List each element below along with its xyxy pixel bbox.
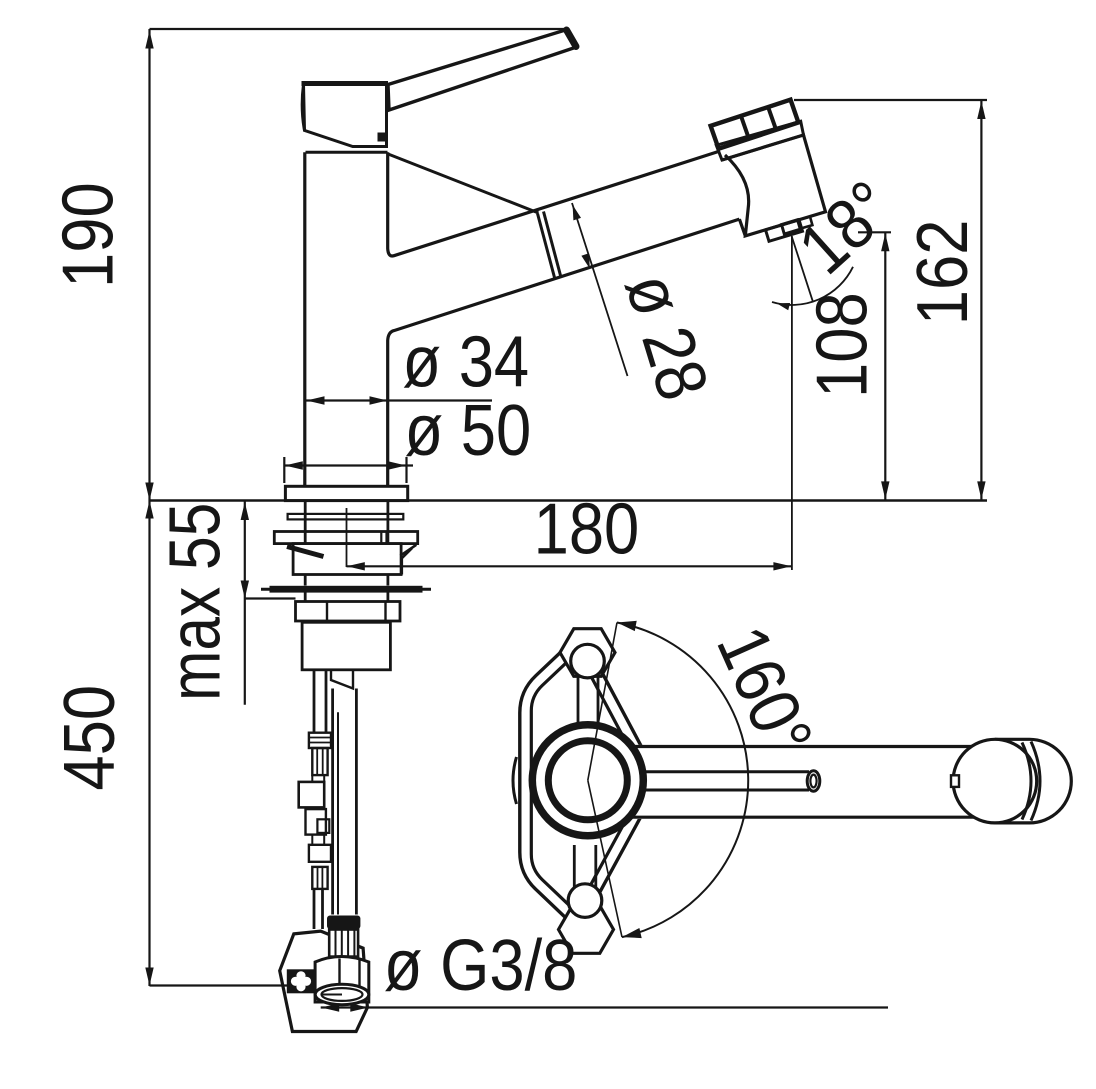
svg-text:180: 180 [534, 490, 640, 570]
svg-text:190: 190 [49, 182, 129, 288]
svg-text:108: 108 [803, 292, 883, 398]
svg-text:ø 50: ø 50 [405, 391, 532, 471]
svg-text:max 55: max 55 [156, 503, 236, 701]
svg-text:162: 162 [903, 220, 983, 326]
svg-text:ø G3/8: ø G3/8 [384, 926, 578, 1006]
svg-text:ø 34: ø 34 [402, 323, 529, 403]
svg-text:450: 450 [50, 685, 130, 791]
